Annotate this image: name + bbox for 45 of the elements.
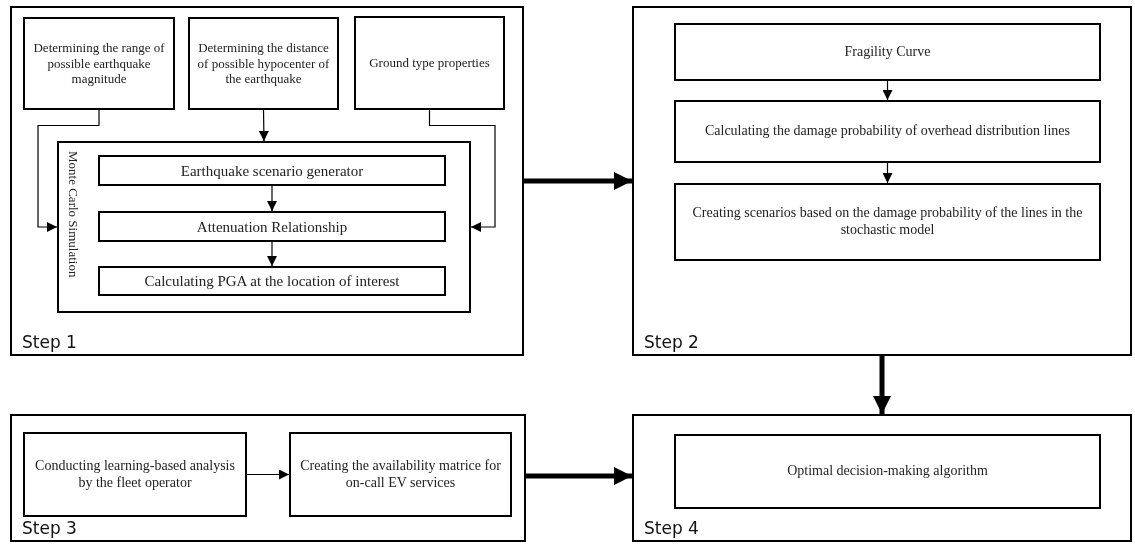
process-box — [674, 183, 1101, 261]
process-box — [674, 434, 1101, 509]
arrow — [37, 109, 100, 232]
step-panel — [632, 6, 1132, 356]
process-box — [98, 211, 446, 242]
process-box — [289, 432, 512, 517]
thick-arrow — [524, 172, 632, 190]
box-text: Earthquake scenario generator — [180, 161, 364, 180]
arrow — [267, 185, 277, 212]
process-box — [354, 16, 505, 110]
step-label: Step 3 — [22, 518, 77, 538]
vertical-label: Monte Carlo Simulation — [65, 151, 81, 278]
box-text: Fragility Curve — [844, 43, 931, 61]
arrow — [882, 162, 893, 184]
arrow — [246, 469, 290, 480]
thick-arrow — [873, 356, 891, 414]
simulation-frame — [57, 141, 471, 313]
box-text: Determining the range of possible earthquake magnitude — [32, 40, 166, 87]
box-text: Ground type properties — [369, 55, 490, 71]
step-panel — [632, 414, 1132, 542]
box-text: Calculating PGA at the location of interest — [144, 272, 400, 290]
box-text: Creating scenarios based on the damage probability of the lines in the stochastic model — [691, 205, 1084, 239]
box-text: Attenuation Relationship — [196, 217, 348, 236]
step-label: Step 2 — [644, 332, 699, 352]
arrow — [882, 80, 893, 101]
step-panel — [10, 414, 526, 542]
step-label: Step 1 — [22, 332, 77, 352]
process-box — [674, 23, 1101, 81]
arrow — [428, 109, 496, 232]
box-text: Determining the distance of possible hypocenter of the earthquake — [196, 40, 331, 87]
process-box — [674, 100, 1101, 163]
step-label: Step 4 — [644, 518, 699, 538]
process-box — [188, 17, 339, 110]
box-text: Conducting learning-based analysis by the fleet operator — [34, 457, 236, 492]
thick-arrow — [526, 467, 632, 486]
arrow — [258, 109, 269, 142]
process-box — [98, 266, 446, 296]
process-box — [23, 432, 247, 517]
arrow — [267, 241, 277, 267]
box-text: Optimal decision-making algorithm — [787, 463, 988, 480]
process-box — [23, 17, 175, 110]
box-text: Creating the availability matrice for on-call EV services — [299, 457, 502, 492]
step-panel — [10, 6, 524, 356]
box-text: Calculating the damage probability of overhead distribution lines — [704, 123, 1071, 140]
process-box — [98, 155, 446, 186]
